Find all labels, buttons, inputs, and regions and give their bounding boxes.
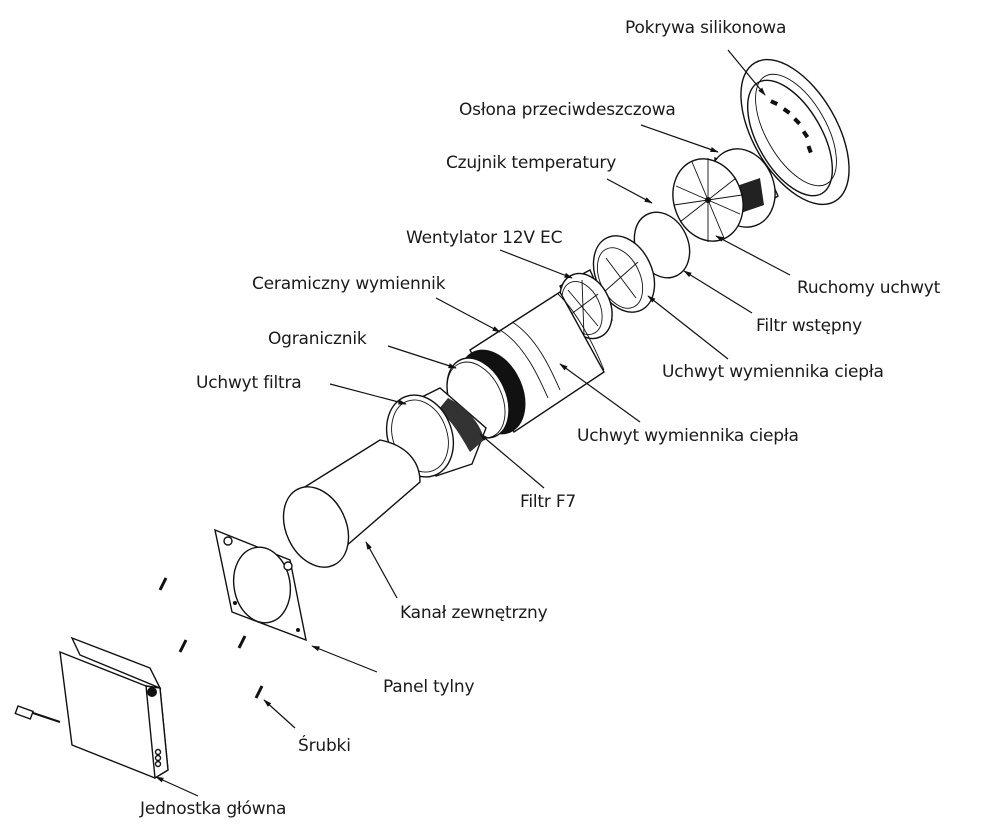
label-fan: Wentylator 12V EC xyxy=(406,228,563,248)
label-heat-exchanger-holder-2: Uchwyt wymiennika ciepła xyxy=(577,426,799,446)
label-rain-cover: Osłona przeciwdeszczowa xyxy=(459,100,676,120)
label-temperature-sensor: Czujnik temperatury xyxy=(446,153,617,173)
main-unit xyxy=(14,636,169,780)
silicone-cover xyxy=(740,58,850,206)
label-outer-duct: Kanał zewnętrzny xyxy=(400,603,548,623)
leader-lines xyxy=(155,49,791,797)
screws xyxy=(158,577,264,699)
movable-holder xyxy=(672,158,744,242)
label-f7-filter: Filtr F7 xyxy=(520,492,577,512)
label-heat-exchanger-holder-1: Uchwyt wymiennika ciepła xyxy=(662,362,884,382)
label-screws: Śrubki xyxy=(298,736,351,756)
label-ceramic-exchanger: Ceramiczny wymiennik xyxy=(252,274,446,294)
outer-duct xyxy=(282,439,421,568)
label-back-panel: Panel tylny xyxy=(383,677,475,697)
label-pre-filter: Filtr wstępny xyxy=(756,316,862,336)
label-filter-holder: Uchwyt filtra xyxy=(196,373,302,393)
label-movable-holder: Ruchomy uchwyt xyxy=(797,278,941,298)
label-main-unit: Jednostka główna xyxy=(140,799,287,819)
back-panel xyxy=(214,528,307,642)
label-silicone-cover: Pokrywa silikonowa xyxy=(625,18,787,38)
label-limiter: Ogranicznik xyxy=(268,329,367,349)
